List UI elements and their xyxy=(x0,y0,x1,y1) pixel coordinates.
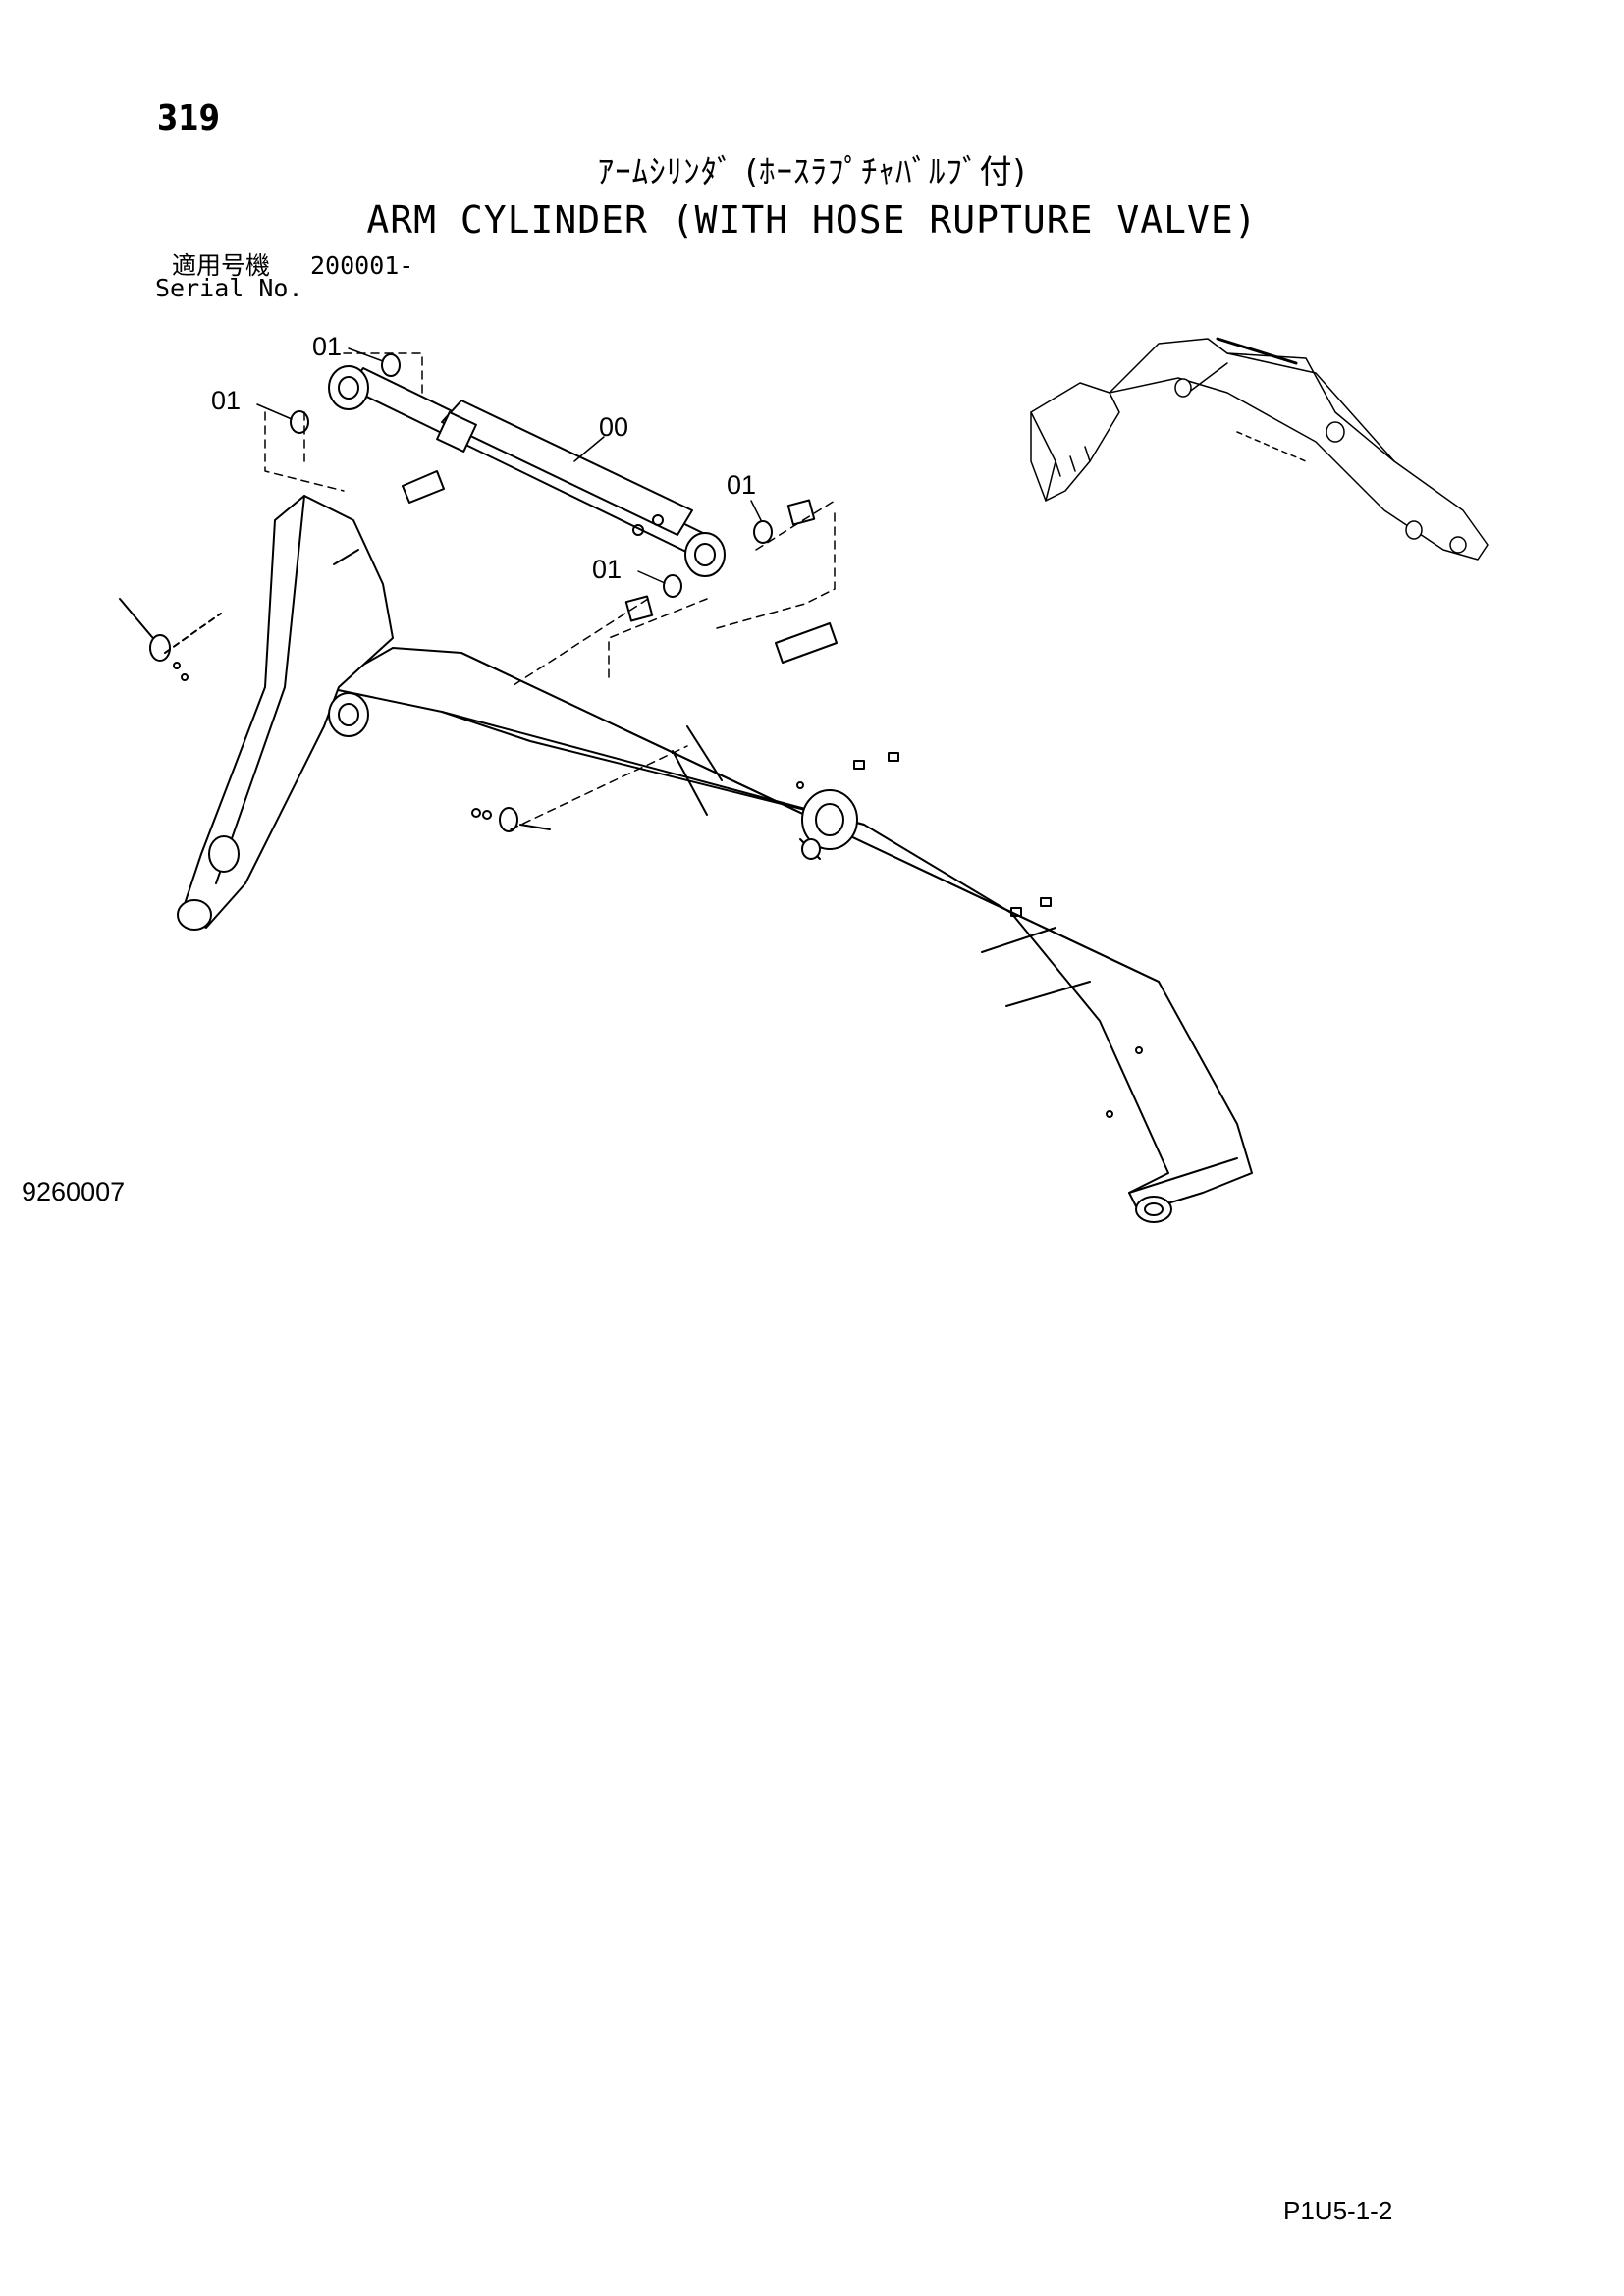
arm-assembly xyxy=(323,647,1253,1223)
page-title: ARM CYLINDER (WITH HOSE RUPTURE VALVE) xyxy=(366,198,1258,241)
callout-label: 01 xyxy=(592,555,622,584)
serial-value: 200001- xyxy=(310,251,414,280)
callout-leaders xyxy=(256,347,762,584)
callout-label: 01 xyxy=(211,386,241,415)
page-number: 319 xyxy=(157,98,220,138)
bushings xyxy=(290,353,838,664)
attachment-thumbnail xyxy=(1030,337,1489,561)
serial-label-japanese: 適用号機 xyxy=(172,251,271,280)
callout-label: 00 xyxy=(599,412,628,442)
link-bracket xyxy=(177,495,394,931)
bolt-assembly-lower xyxy=(471,807,551,832)
parts-diagram: 01 01 00 01 01 xyxy=(119,332,1489,1223)
arm-cylinder xyxy=(328,365,726,577)
drawing-number: 9260007 xyxy=(22,1177,126,1206)
callout-label: 01 xyxy=(727,470,756,500)
callout-label: 01 xyxy=(312,332,342,361)
assembly-guide-lines xyxy=(264,352,836,830)
serial-label: Serial No. xyxy=(155,274,303,302)
page-title-japanese: ｱｰﾑｼﾘﾝﾀﾞ (ﾎｰｽﾗﾌﾟﾁｬﾊﾞﾙﾌﾞ付) xyxy=(597,152,1027,190)
page-code: P1U5-1-2 xyxy=(1283,2196,1393,2225)
bolt-assembly-left xyxy=(119,598,222,681)
